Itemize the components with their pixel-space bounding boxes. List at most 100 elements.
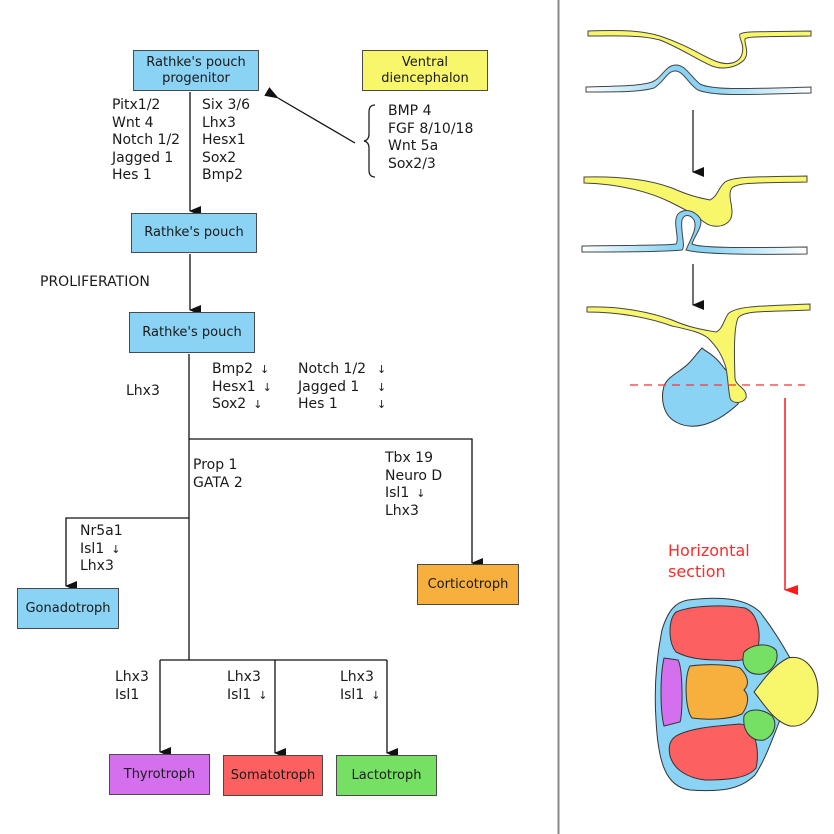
factor-name: Lhx3 bbox=[115, 669, 149, 685]
downregulation-arrow-icon: ↓ bbox=[260, 363, 270, 376]
factor-item: Isl1 bbox=[115, 687, 149, 705]
factor-name: Hesx1 bbox=[212, 378, 256, 395]
factor-name: BMP 4 bbox=[388, 103, 432, 119]
factor-item: Lhx3 bbox=[115, 669, 149, 687]
section-somatotroph-bottom bbox=[668, 723, 758, 781]
factor-item: Prop 1 bbox=[193, 457, 243, 475]
factor-name: Prop 1 bbox=[193, 457, 238, 473]
factor-item: Bmp2 bbox=[202, 167, 250, 185]
corticotroph-box: Corticotroph bbox=[417, 564, 519, 605]
factor-item: Isl1 ↓ bbox=[385, 485, 442, 503]
factor-item: Hes 1↓ bbox=[298, 396, 386, 414]
downregulation-arrow-icon: ↓ bbox=[262, 380, 272, 394]
factor-name: Lhx3 bbox=[227, 669, 261, 685]
factor-name: Tbx 19 bbox=[385, 450, 433, 466]
factor-name: Hesx1 bbox=[202, 132, 246, 148]
stage-2-illustration bbox=[581, 175, 808, 255]
factor-item: Jagged 1 ↓ bbox=[298, 379, 386, 397]
stage-3-illustration bbox=[586, 303, 811, 427]
factor-item: Pitx1/2 bbox=[112, 97, 180, 115]
factor-name: GATA 2 bbox=[193, 474, 243, 491]
factor-item: Lhx3 bbox=[340, 669, 380, 687]
factor-name: Isl1 bbox=[340, 686, 365, 703]
ventral-diencephalon-box: Ventral diencephalon bbox=[362, 50, 488, 91]
factor-name: Lhx3 bbox=[80, 558, 114, 574]
factor-name: Nr5a1 bbox=[80, 523, 123, 539]
factor-name: Bmp2 bbox=[202, 167, 244, 183]
arrow-diencephalon-signal bbox=[264, 87, 356, 144]
downregulation-arrow-icon: ↓ bbox=[377, 398, 387, 411]
factor-item: Hesx1 ↓ bbox=[212, 379, 272, 397]
section-posterior-lobe bbox=[753, 656, 819, 727]
gonadotroph-box: Gonadotroph bbox=[17, 588, 119, 629]
pouch-downregulated-left: Bmp2 ↓ Hesx1 ↓ Sox2 ↓ bbox=[212, 361, 272, 414]
section-lactotroph-bottom bbox=[743, 709, 776, 741]
factor-item: Sox2 ↓ bbox=[212, 396, 272, 414]
factor-name: Sox2/3 bbox=[388, 155, 436, 172]
factor-name: Lhx3 bbox=[202, 114, 236, 131]
factor-name: Six 3/6 bbox=[202, 97, 251, 113]
factor-name: Hes 1 bbox=[112, 167, 152, 183]
factor-name: FGF 8/10/18 bbox=[388, 120, 474, 137]
factor-item: Jagged 1 bbox=[112, 150, 180, 168]
factor-name: Bmp2 bbox=[212, 361, 254, 377]
horizontal-section-illustration bbox=[654, 597, 819, 792]
factor-name: Isl1 bbox=[227, 686, 252, 703]
rathkes-pouch-box-2: Rathke's pouch bbox=[129, 312, 255, 353]
horizontal-section-label: Horizontal section bbox=[668, 541, 750, 581]
factor-name: Jagged 1 bbox=[298, 378, 360, 395]
section-lactotroph-top bbox=[742, 644, 778, 675]
factor-name: Pitx1/2 bbox=[112, 97, 161, 113]
downregulation-arrow-icon: ↓ bbox=[416, 487, 426, 500]
factor-name: Notch 1/2 bbox=[112, 132, 181, 148]
factor-item: Sox2/3 bbox=[388, 156, 473, 174]
section-thyrotroph bbox=[660, 657, 683, 727]
factor-name: Neuro D bbox=[385, 467, 443, 484]
downregulation-arrow-icon: ↓ bbox=[258, 688, 268, 702]
factor-item: Lhx3 bbox=[227, 669, 267, 687]
factor-name: Sox2 bbox=[212, 396, 247, 412]
factor-item: BMP 4 bbox=[388, 103, 473, 121]
factor-item: Wnt 4 bbox=[112, 115, 180, 133]
factor-item: Nr5a1 bbox=[80, 523, 123, 541]
thyrotroph-box: Thyrotroph bbox=[109, 754, 210, 795]
factor-name: Wnt 4 bbox=[112, 114, 154, 131]
downregulation-arrow-icon: ↓ bbox=[253, 398, 263, 411]
factor-item: GATA 2 bbox=[193, 475, 243, 493]
factor-item: FGF 8/10/18 bbox=[388, 121, 473, 139]
lactotroph-box: Lactotroph bbox=[336, 755, 437, 796]
factor-item: Lhx3 bbox=[80, 558, 123, 576]
somatotroph-box: Somatotroph bbox=[223, 755, 323, 796]
factor-name: Lhx3 bbox=[340, 669, 374, 685]
signals-brace bbox=[363, 104, 376, 178]
factor-name: Jagged 1 bbox=[112, 149, 174, 166]
factor-item: Neuro D bbox=[385, 468, 442, 486]
section-corticotroph bbox=[685, 664, 749, 720]
factor-name: Isl1 bbox=[385, 485, 410, 501]
factor-item: Bmp2 ↓ bbox=[212, 361, 272, 379]
factor-name: Wnt 5a bbox=[388, 138, 439, 154]
proliferation-label: PROLIFERATION bbox=[40, 274, 150, 290]
factor-name: Notch 1/2 bbox=[298, 361, 367, 377]
branch-gonadotroph bbox=[65, 517, 189, 591]
stage-1-illustration bbox=[585, 30, 812, 96]
pouch-downregulated-right: Notch 1/2↓Jagged 1↓Hes 1↓ bbox=[298, 361, 386, 414]
factor-item: Isl1↓ bbox=[80, 541, 123, 559]
factor-item: Lhx3 bbox=[385, 503, 442, 521]
factor-item: Sox2 bbox=[202, 150, 250, 168]
rathkes-pouch-box-1: Rathke's pouch bbox=[131, 213, 257, 253]
factor-name: Isl1 bbox=[80, 540, 105, 557]
factor-item: Wnt 5a bbox=[388, 138, 473, 156]
factor-name: Sox2 bbox=[202, 149, 237, 166]
factor-item: Hes 1 bbox=[112, 167, 180, 185]
downregulation-arrow-icon: ↓ bbox=[371, 688, 381, 702]
downregulation-arrow-icon: ↓ bbox=[377, 380, 387, 394]
factor-name: Isl1 bbox=[115, 686, 140, 703]
